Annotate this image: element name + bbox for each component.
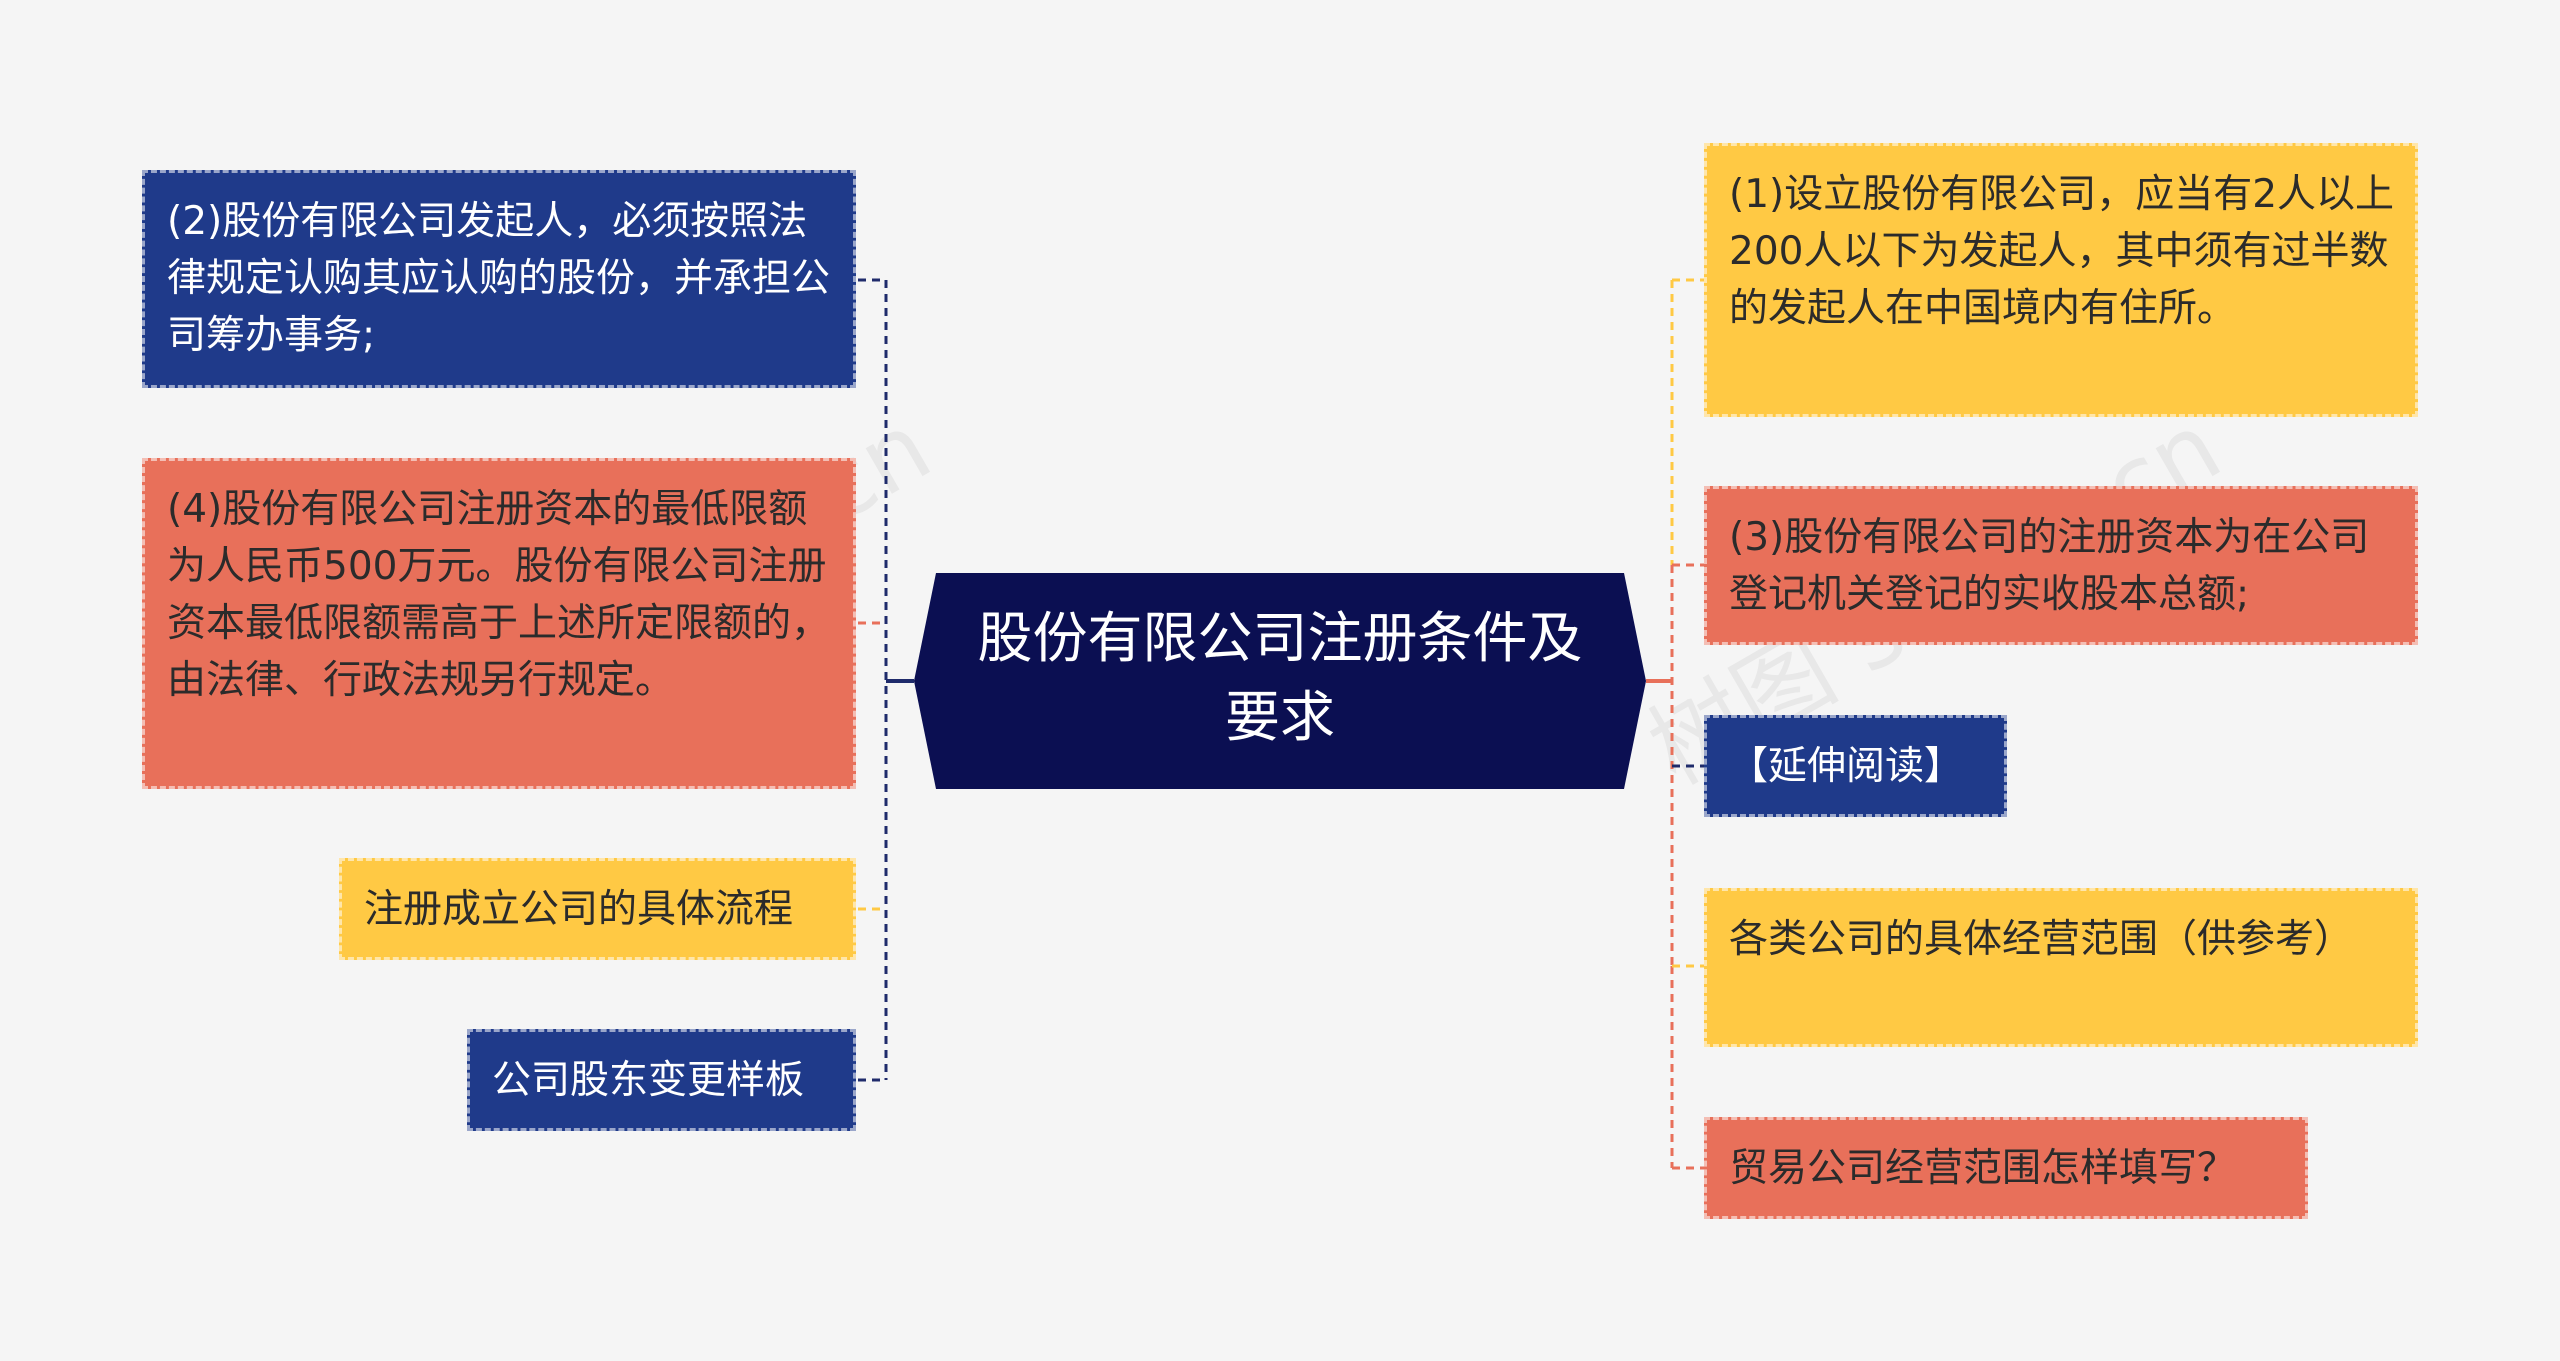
right-topic-registered-capital[interactable]: (3)股份有限公司的注册资本为在公司登记机关登记的实收股本总额; [1704,486,2418,645]
right-topic-establishment[interactable]: (1)设立股份有限公司，应当有2人以上200人以下为发起人，其中须有过半数的发起… [1704,143,2418,417]
left-topic-process-text: 注册成立公司的具体流程 [364,887,794,932]
left-topic-min-capital-text: (4)股份有限公司注册资本的最低限额为人民币500万元。股份有限公司注册资本最低… [167,487,831,703]
left-topic-shareholder-change-text: 公司股东变更样板 [492,1058,805,1103]
left-topic-founders-text: (2)股份有限公司发起人，必须按照法律规定认购其应认购的股份，并承担公司筹办事务… [167,199,831,358]
right-topic-trading-company[interactable]: 贸易公司经营范围怎样填写？ [1704,1117,2308,1219]
right-topic-business-scope-text: 各类公司的具体经营范围（供参考） [1729,917,2354,962]
right-topic-establishment-text: (1)设立股份有限公司，应当有2人以上200人以下为发起人，其中须有过半数的发起… [1729,172,2395,331]
center-topic[interactable]: 股份有限公司注册条件及要求 [914,573,1646,789]
right-topic-registered-capital-text: (3)股份有限公司的注册资本为在公司登记机关登记的实收股本总额; [1729,515,2370,617]
left-topic-min-capital[interactable]: (4)股份有限公司注册资本的最低限额为人民币500万元。股份有限公司注册资本最低… [142,458,856,789]
right-topic-business-scope[interactable]: 各类公司的具体经营范围（供参考） [1704,888,2418,1047]
right-topic-extended-reading-text: 【延伸阅读】 [1729,744,1964,789]
left-topic-shareholder-change[interactable]: 公司股东变更样板 [467,1029,856,1131]
left-topic-founders[interactable]: (2)股份有限公司发起人，必须按照法律规定认购其应认购的股份，并承担公司筹办事务… [142,170,856,388]
center-topic-title: 股份有限公司注册条件及要求 [977,606,1583,749]
right-topic-trading-company-text: 贸易公司经营范围怎样填写？ [1729,1146,2237,1191]
right-topic-extended-reading[interactable]: 【延伸阅读】 [1704,715,2007,817]
center-topic-shape [914,573,1646,789]
left-topic-process[interactable]: 注册成立公司的具体流程 [339,858,856,960]
